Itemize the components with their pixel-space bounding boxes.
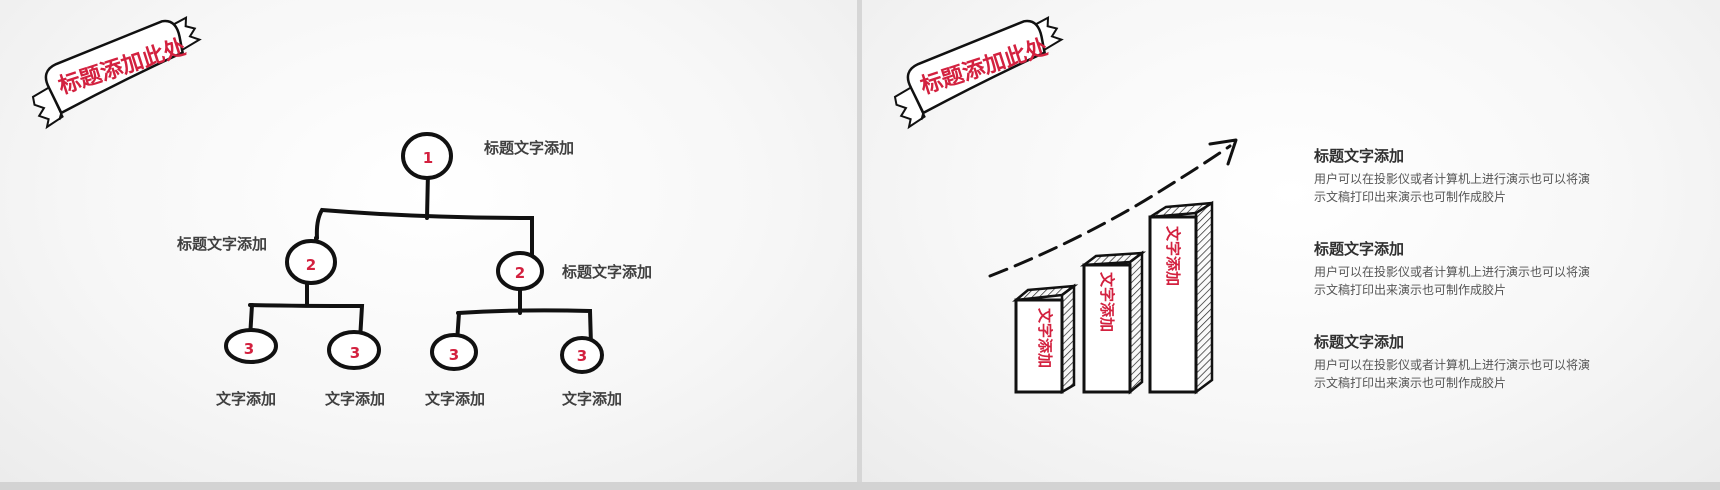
trend-arrow <box>988 138 1238 278</box>
info-item-1: 标题文字添加 用户可以在投影仪或者计算机上进行演示也可以将演示文稿打印出来演示也… <box>1314 146 1614 206</box>
banner-ribbon: 标题添加此处 <box>893 15 1064 130</box>
bar-1-label: 文字添加 <box>1036 308 1054 368</box>
node-3b-circle <box>327 330 381 370</box>
node-3a-label: 文字添加 <box>216 390 276 408</box>
info-item-1-body: 用户可以在投影仪或者计算机上进行演示也可以将演示文稿打印出来演示也可制作成胶片 <box>1314 172 1591 204</box>
bar-sketch: 标题添加此处 文字添加 文字添加 文字添加 <box>893 15 1238 395</box>
node-3a-circle <box>224 328 278 364</box>
node-3d-number: 3 <box>577 347 587 365</box>
node-2a-circle <box>285 239 337 285</box>
info-item-2: 标题文字添加 用户可以在投影仪或者计算机上进行演示也可以将演示文稿打印出来演示也… <box>1314 239 1614 299</box>
bar-2-label: 文字添加 <box>1098 272 1116 332</box>
bar-3-label: 文字添加 <box>1164 226 1182 286</box>
node-1-number: 1 <box>423 149 433 167</box>
info-item-3-body: 用户可以在投影仪或者计算机上进行演示也可以将演示文稿打印出来演示也可制作成胶片 <box>1314 358 1591 390</box>
node-2b-number: 2 <box>515 264 525 282</box>
node-3b-label: 文字添加 <box>325 390 385 408</box>
node-3c-circle <box>430 333 478 371</box>
info-item-1-title: 标题文字添加 <box>1314 147 1405 165</box>
org-chart: 标题添加此处 1 2 2 3 3 3 <box>31 15 652 408</box>
info-item-3-title: 标题文字添加 <box>1314 333 1405 351</box>
bar-2: 文字添加 <box>1079 250 1147 395</box>
node-1-label: 标题文字添加 <box>483 139 574 157</box>
bar-1: 文字添加 <box>1012 283 1079 395</box>
node-2b-circle <box>496 251 544 291</box>
node-3d-circle <box>560 336 604 374</box>
node-1-circle <box>401 132 453 180</box>
node-2a-number: 2 <box>306 256 316 274</box>
node-3c-label: 文字添加 <box>425 390 485 408</box>
info-item-3: 标题文字添加 用户可以在投影仪或者计算机上进行演示也可以将演示文稿打印出来演示也… <box>1314 332 1614 392</box>
info-item-2-body: 用户可以在投影仪或者计算机上进行演示也可以将演示文稿打印出来演示也可制作成胶片 <box>1314 265 1591 297</box>
slide-left[interactable]: 标题添加此处 1 2 2 3 3 3 <box>0 0 857 482</box>
bar-3: 文字添加 <box>1148 200 1214 395</box>
node-2b-label: 标题文字添加 <box>561 263 652 281</box>
slide-divider <box>857 0 862 490</box>
node-3b-number: 3 <box>350 344 360 362</box>
banner-ribbon: 标题添加此处 <box>31 15 202 130</box>
slide-right[interactable]: 标题添加此处 文字添加 文字添加 文字添加 标题文字添 <box>862 0 1720 482</box>
node-3c-number: 3 <box>449 346 459 364</box>
node-3d-label: 文字添加 <box>562 390 622 408</box>
node-2a-label: 标题文字添加 <box>176 235 267 253</box>
bottom-strip <box>0 482 1720 490</box>
info-item-2-title: 标题文字添加 <box>1314 240 1405 258</box>
node-3a-number: 3 <box>244 340 254 358</box>
